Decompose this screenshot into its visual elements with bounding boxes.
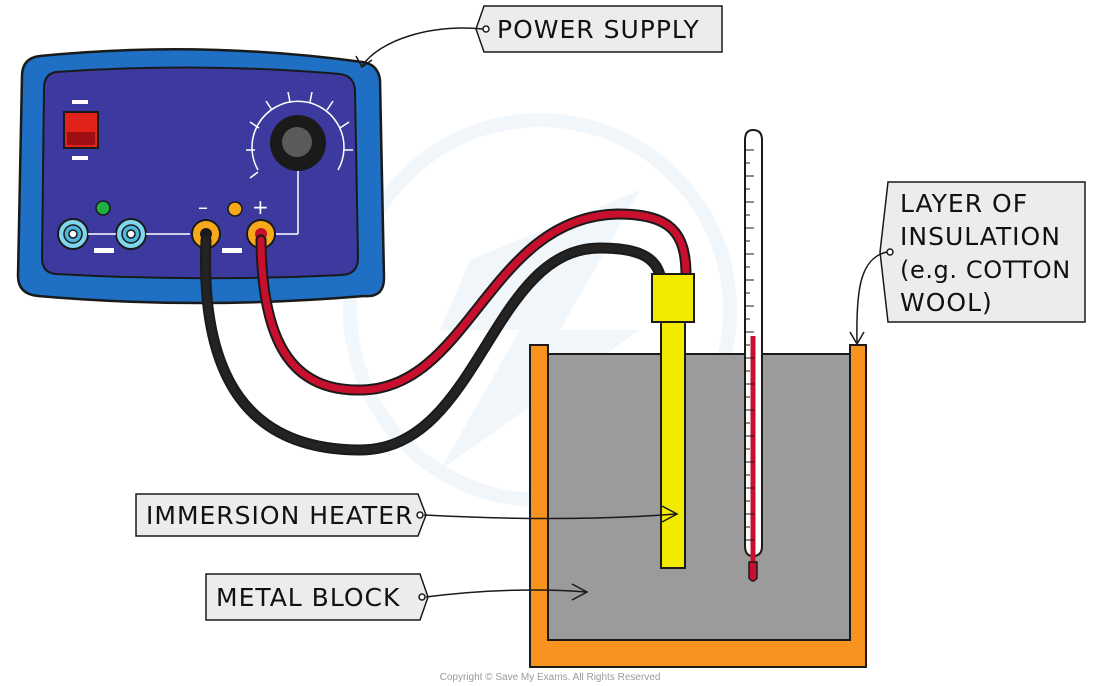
copyright-notice: Copyright © Save My Exams. All Rights Re… (440, 672, 661, 683)
insulation-label-line-2: INSULATION (900, 222, 1061, 251)
indicator-led (95, 200, 111, 216)
negative-sign: – (198, 195, 208, 219)
voltage-dial[interactable] (246, 91, 353, 179)
socket-left-2[interactable] (115, 218, 147, 250)
insulation-label-line-1: LAYER OF (900, 189, 1028, 218)
metal-block (547, 353, 851, 641)
metal-block-label: METAL BLOCK (205, 573, 589, 621)
immersion-heater-label-text: IMMERSION HEATER (146, 501, 413, 530)
terminal-indicator (227, 201, 243, 217)
immersion-heater-label: IMMERSION HEATER (135, 493, 679, 537)
power-supply-label: POWER SUPPLY (355, 5, 723, 69)
power-supply-label-text: POWER SUPPLY (497, 15, 700, 44)
thermometer-scale (745, 149, 754, 541)
power-switch[interactable] (63, 100, 99, 160)
socket-left-1[interactable] (57, 218, 89, 250)
wires (200, 208, 692, 456)
positive-sign: + (252, 195, 269, 219)
immersion-heater (651, 273, 695, 569)
power-supply: – + (16, 48, 386, 305)
insulation-label: LAYER OF INSULATION (e.g. COTTON WOOL) (849, 181, 1086, 346)
metal-block-label-text: METAL BLOCK (216, 583, 400, 612)
red-wire (257, 210, 690, 394)
insulation-label-line-3: (e.g. COTTON (900, 256, 1071, 284)
black-wire (202, 236, 664, 454)
insulation-label-line-4: WOOL) (900, 288, 993, 317)
thermometer (744, 128, 763, 582)
